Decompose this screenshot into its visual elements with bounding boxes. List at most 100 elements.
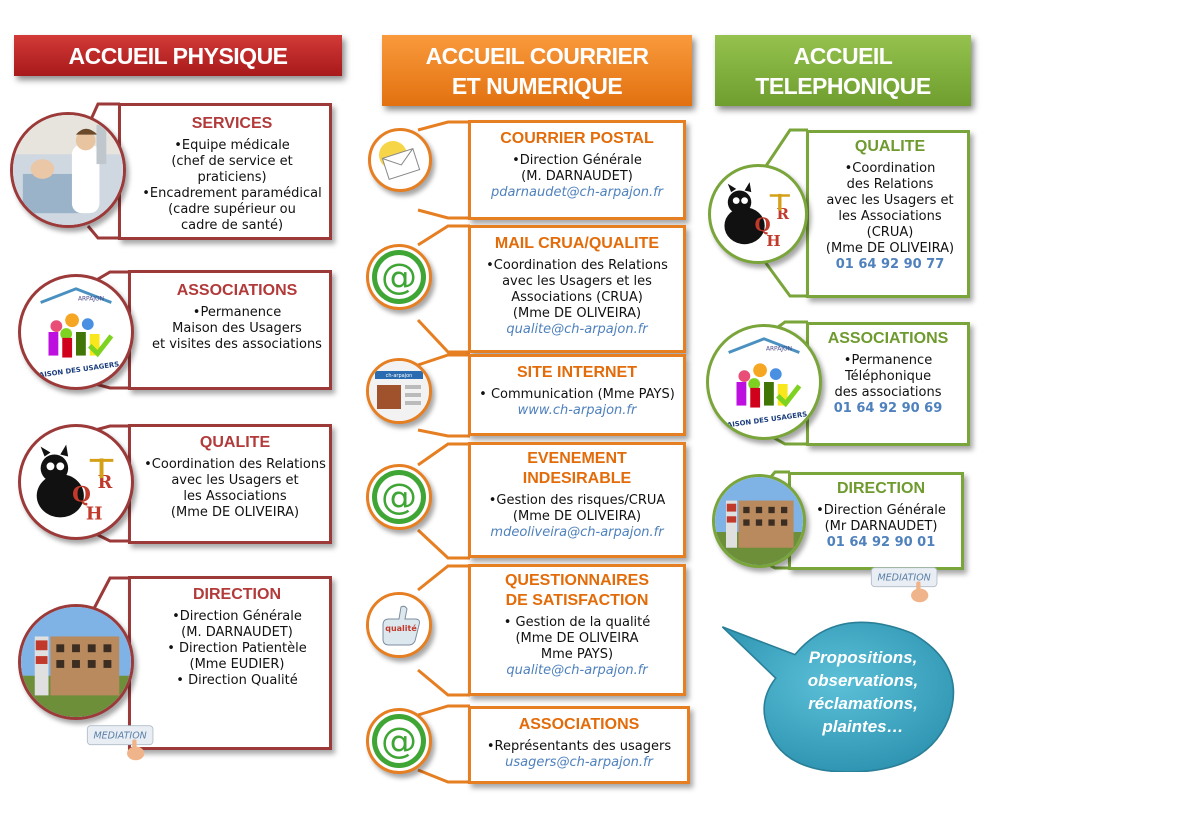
svg-text:H: H bbox=[86, 503, 103, 524]
svg-text:@: @ bbox=[381, 477, 417, 518]
qrh-mascot-icon: Q R H bbox=[18, 424, 134, 540]
header-tel-line2: TELEPHONIQUE bbox=[755, 72, 931, 99]
evenement-title-line1: EVENEMENT bbox=[527, 450, 627, 467]
evenement-email[interactable]: mdeoliveira@ch-arpajon.fr bbox=[490, 525, 664, 540]
header-tel-line1: ACCUEIL bbox=[793, 42, 893, 69]
direction-physique-line: • Direction Qualité bbox=[176, 673, 298, 688]
svg-text:ARPAJON: ARPAJON bbox=[78, 297, 104, 303]
at-sign-icon: @ bbox=[366, 464, 432, 530]
medical-team-photo bbox=[10, 112, 126, 228]
associations-tel-line: Téléphonique bbox=[844, 369, 932, 384]
qualite-physique-title: QUALITE bbox=[199, 434, 271, 451]
hospital-building-photo bbox=[712, 474, 806, 568]
services-box: SERVICES •Equipe médicale (chef de servi… bbox=[118, 103, 332, 240]
services-line: •Equipe médicale bbox=[174, 138, 290, 153]
site-internet-title: SITE INTERNET bbox=[516, 364, 637, 381]
associations-tel-line: des associations bbox=[834, 385, 942, 400]
direction-tel-line: •Direction Générale bbox=[816, 503, 946, 518]
website-screenshot-icon: ch-arpajon bbox=[366, 358, 432, 424]
direction-tel-title: DIRECTION bbox=[837, 480, 925, 497]
qualite-physique-line: avec les Usagers et bbox=[171, 473, 299, 488]
hospital-building-photo bbox=[18, 604, 134, 720]
header-accueil-courrier: ACCUEIL COURRIER ET NUMERIQUE bbox=[382, 35, 692, 106]
svg-text:MAISON DES USAGERS: MAISON DES USAGERS bbox=[32, 360, 120, 380]
header-accueil-physique: ACCUEIL PHYSIQUE bbox=[14, 35, 342, 76]
direction-physique-line: (M. DARNAUDET) bbox=[181, 625, 293, 640]
associations-physique-box: ASSOCIATIONS •Permanence Maison des Usag… bbox=[128, 270, 332, 390]
associations-physique-title: ASSOCIATIONS bbox=[176, 282, 298, 299]
direction-tel-box: DIRECTION •Direction Générale (Mr DARNAU… bbox=[788, 472, 964, 570]
associations-tel-box: ASSOCIATIONS •Permanence Téléphonique de… bbox=[806, 322, 970, 446]
svg-text:@: @ bbox=[381, 257, 417, 298]
mail-crua-line: •Coordination des Relations bbox=[486, 258, 668, 273]
qualite-tel-phone[interactable]: 01 64 92 90 77 bbox=[835, 257, 945, 272]
evenement-line: (Mme DE OLIVEIRA) bbox=[512, 509, 642, 524]
bubble-line: plaintes… bbox=[822, 717, 904, 736]
site-internet-link[interactable]: www.ch-arpajon.fr bbox=[517, 403, 637, 418]
services-title: SERVICES bbox=[191, 115, 273, 132]
associations-physique-line: et visites des associations bbox=[152, 337, 322, 352]
at-sign-icon: @ bbox=[366, 244, 432, 310]
envelope-icon bbox=[368, 128, 432, 192]
qualite-tel-box: QUALITE •Coordination des Relations avec… bbox=[806, 130, 970, 298]
associations-courrier-email[interactable]: usagers@ch-arpajon.fr bbox=[505, 755, 653, 770]
direction-physique-box: DIRECTION •Direction Générale (M. DARNAU… bbox=[128, 576, 332, 750]
mail-crua-line: (Mme DE OLIVEIRA) bbox=[512, 306, 642, 321]
questionnaires-line: • Gestion de la qualité bbox=[503, 615, 651, 630]
qualite-physique-box: QUALITE •Coordination des Relations avec… bbox=[128, 424, 332, 544]
services-line: cadre de santé) bbox=[180, 218, 284, 233]
direction-physique-line: •Direction Générale bbox=[172, 609, 302, 624]
bubble-line: Propositions, bbox=[808, 648, 918, 667]
bubble-line: réclamations, bbox=[808, 694, 918, 713]
services-line: •Encadrement paramédical bbox=[142, 186, 322, 201]
courrier-postal-line: •Direction Générale bbox=[512, 153, 642, 168]
questionnaires-email[interactable]: qualite@ch-arpajon.fr bbox=[506, 663, 648, 678]
qualite-tel-line: les Associations bbox=[838, 209, 942, 224]
qualite-physique-line: les Associations bbox=[183, 489, 287, 504]
mail-crua-email[interactable]: qualite@ch-arpajon.fr bbox=[506, 322, 648, 337]
questionnaires-title: QUESTIONNAIRES DE SATISFACTION bbox=[471, 571, 683, 611]
header-courrier-line1: ACCUEIL COURRIER bbox=[425, 42, 649, 69]
evenement-indesirable-box: EVENEMENT INDESIRABLE •Gestion des risqu… bbox=[468, 442, 686, 558]
direction-physique-line: • Direction Patientèle bbox=[167, 641, 307, 656]
associations-physique-line: Maison des Usagers bbox=[172, 321, 302, 336]
svg-text:ARPAJON: ARPAJON bbox=[766, 347, 792, 353]
associations-tel-phone[interactable]: 01 64 92 90 69 bbox=[833, 401, 943, 416]
svg-text:MEDIATION: MEDIATION bbox=[877, 573, 930, 584]
qualite-tel-line: (Mme DE OLIVEIRA) bbox=[825, 241, 955, 256]
direction-tel-phone[interactable]: 01 64 92 90 01 bbox=[826, 535, 936, 550]
direction-tel-line: (Mr DARNAUDET) bbox=[824, 519, 938, 534]
questionnaires-line: Mme PAYS) bbox=[540, 647, 614, 662]
qualite-tel-line: avec les Usagers et bbox=[826, 193, 954, 208]
header-accueil-telephonique: ACCUEIL TELEPHONIQUE bbox=[715, 35, 971, 106]
evenement-title: EVENEMENT INDESIRABLE bbox=[471, 449, 683, 489]
direction-physique-title: DIRECTION bbox=[193, 586, 281, 603]
mediation-hand-icon: MEDIATION bbox=[86, 725, 154, 761]
svg-text:MAISON DES USAGERS: MAISON DES USAGERS bbox=[720, 410, 808, 430]
services-line: (chef de service et praticiens) bbox=[171, 154, 293, 185]
courrier-postal-email[interactable]: pdarnaudet@ch-arpajon.fr bbox=[490, 185, 664, 200]
header-accueil-physique-label: ACCUEIL PHYSIQUE bbox=[68, 42, 288, 69]
svg-text:qualité: qualité bbox=[385, 623, 417, 633]
qualite-tel-line: des Relations bbox=[846, 177, 934, 192]
direction-physique-line: (Mme EUDIER) bbox=[189, 657, 285, 672]
qrh-mascot-icon: Q R H bbox=[708, 164, 808, 264]
evenement-line: •Gestion des risques/CRUA bbox=[488, 493, 666, 508]
mail-crua-title: MAIL CRUA/QUALITE bbox=[494, 235, 660, 252]
speech-bubble bbox=[721, 621, 955, 772]
mail-crua-line: Associations (CRUA) bbox=[511, 290, 643, 305]
associations-tel-line: •Permanence bbox=[843, 353, 933, 368]
courrier-postal-title: COURRIER POSTAL bbox=[500, 130, 654, 147]
svg-text:Q: Q bbox=[755, 215, 771, 236]
site-internet-box: SITE INTERNET • Communication (Mme PAYS)… bbox=[468, 354, 686, 436]
courrier-postal-box: COURRIER POSTAL •Direction Générale (M. … bbox=[468, 120, 686, 220]
courrier-postal-line: (M. DARNAUDET) bbox=[521, 169, 633, 184]
maison-des-usagers-logo: ARPAJON MAISON DES USAGERS bbox=[706, 324, 822, 440]
associations-courrier-line: •Représentants des usagers bbox=[486, 739, 672, 754]
svg-text:@: @ bbox=[381, 721, 417, 762]
svg-text:H: H bbox=[766, 232, 780, 250]
mail-crua-line: avec les Usagers et les bbox=[502, 274, 652, 289]
maison-des-usagers-logo: ARPAJON MAISON DES USAGERS bbox=[18, 274, 134, 390]
at-sign-icon: @ bbox=[366, 708, 432, 774]
